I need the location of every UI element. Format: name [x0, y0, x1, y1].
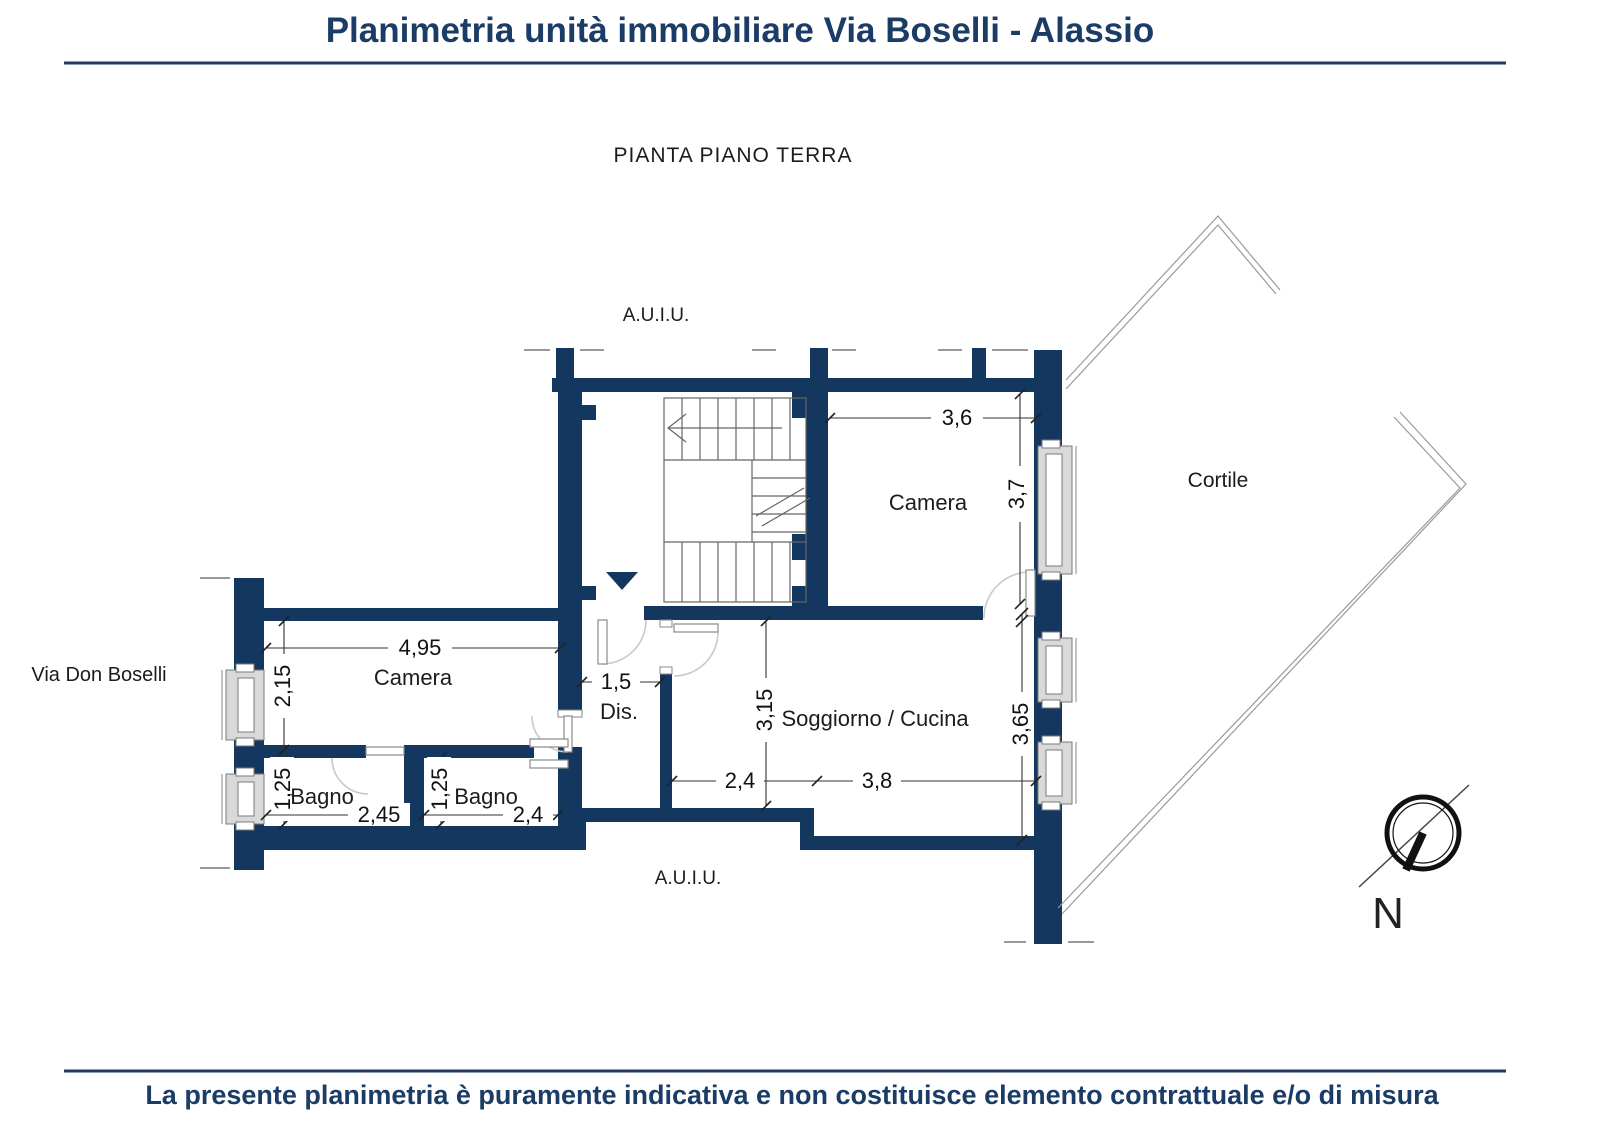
room-label-disimpegno: Dis. [600, 699, 638, 724]
room-label-bagno-east: Bagno [454, 784, 518, 809]
windows [221, 439, 1077, 831]
dim-soggiorno-width-2: 3,8 [862, 768, 893, 793]
compass-north-label: N [1372, 889, 1404, 938]
dim-bagno-west-height: 1,25 [270, 768, 295, 811]
annotations: A.U.I.U. A.U.I.U. Via Don Boselli Cortil… [31, 305, 1248, 889]
doors [331, 569, 1036, 795]
entry-arrow-icon [606, 572, 638, 590]
boundary-dashes [200, 349, 1094, 943]
street-label: Via Don Boselli [31, 664, 166, 686]
dim-bagno-west-width: 2,45 [358, 802, 401, 827]
dimension-lines: 4,95 2,15 1,25 1,25 2,45 [260, 388, 1042, 846]
window-icon [221, 663, 265, 747]
dim-disimpegno-width: 1,5 [601, 669, 632, 694]
walls [234, 348, 1062, 944]
compass: N [1358, 784, 1470, 938]
dim-bagno-east-width: 2,4 [513, 802, 544, 827]
window-icon [1037, 735, 1077, 811]
disclaimer-text: La presente planimetria è puramente indi… [145, 1080, 1439, 1110]
dim-bagno-east-height: 1,25 [427, 768, 452, 811]
plan-subtitle: PIANTA PIANO TERRA [614, 144, 853, 167]
room-label-camera-north: Camera [889, 490, 968, 515]
door-icon [529, 738, 569, 769]
door-icon [659, 619, 719, 677]
dim-camera-west-width: 4,95 [399, 635, 442, 660]
dim-camera-north-width: 3,6 [942, 405, 973, 430]
page-title: Planimetria unità immobiliare Via Bosell… [326, 11, 1155, 50]
compass-needle-icon [1402, 831, 1427, 872]
auiu-bottom-label: A.U.I.U. [655, 868, 722, 889]
dim-soggiorno-width-1: 2,4 [725, 768, 756, 793]
dim-camera-north-height: 3,7 [1004, 479, 1029, 510]
window-icon [221, 767, 265, 831]
room-label-camera-west: Camera [374, 665, 453, 690]
door-icon [983, 569, 1036, 619]
dim-soggiorno-height-right: 3,65 [1008, 703, 1033, 746]
dim-soggiorno-height: 3,15 [752, 689, 777, 732]
courtyard-boundary [1057, 215, 1467, 915]
window-icon [1037, 631, 1077, 709]
room-label-soggiorno: Soggiorno / Cucina [781, 706, 969, 731]
door-icon [597, 619, 647, 665]
stair-break-mark [755, 487, 805, 517]
stair-break-mark [761, 497, 811, 527]
dim-camera-west-height: 2,15 [270, 665, 295, 708]
room-label-bagno-west: Bagno [290, 784, 354, 809]
door-icon [331, 746, 405, 795]
courtyard-label: Cortile [1188, 469, 1249, 492]
window-icon [1037, 439, 1077, 581]
auiu-top-label: A.U.I.U. [623, 305, 690, 326]
staircase [663, 397, 811, 603]
